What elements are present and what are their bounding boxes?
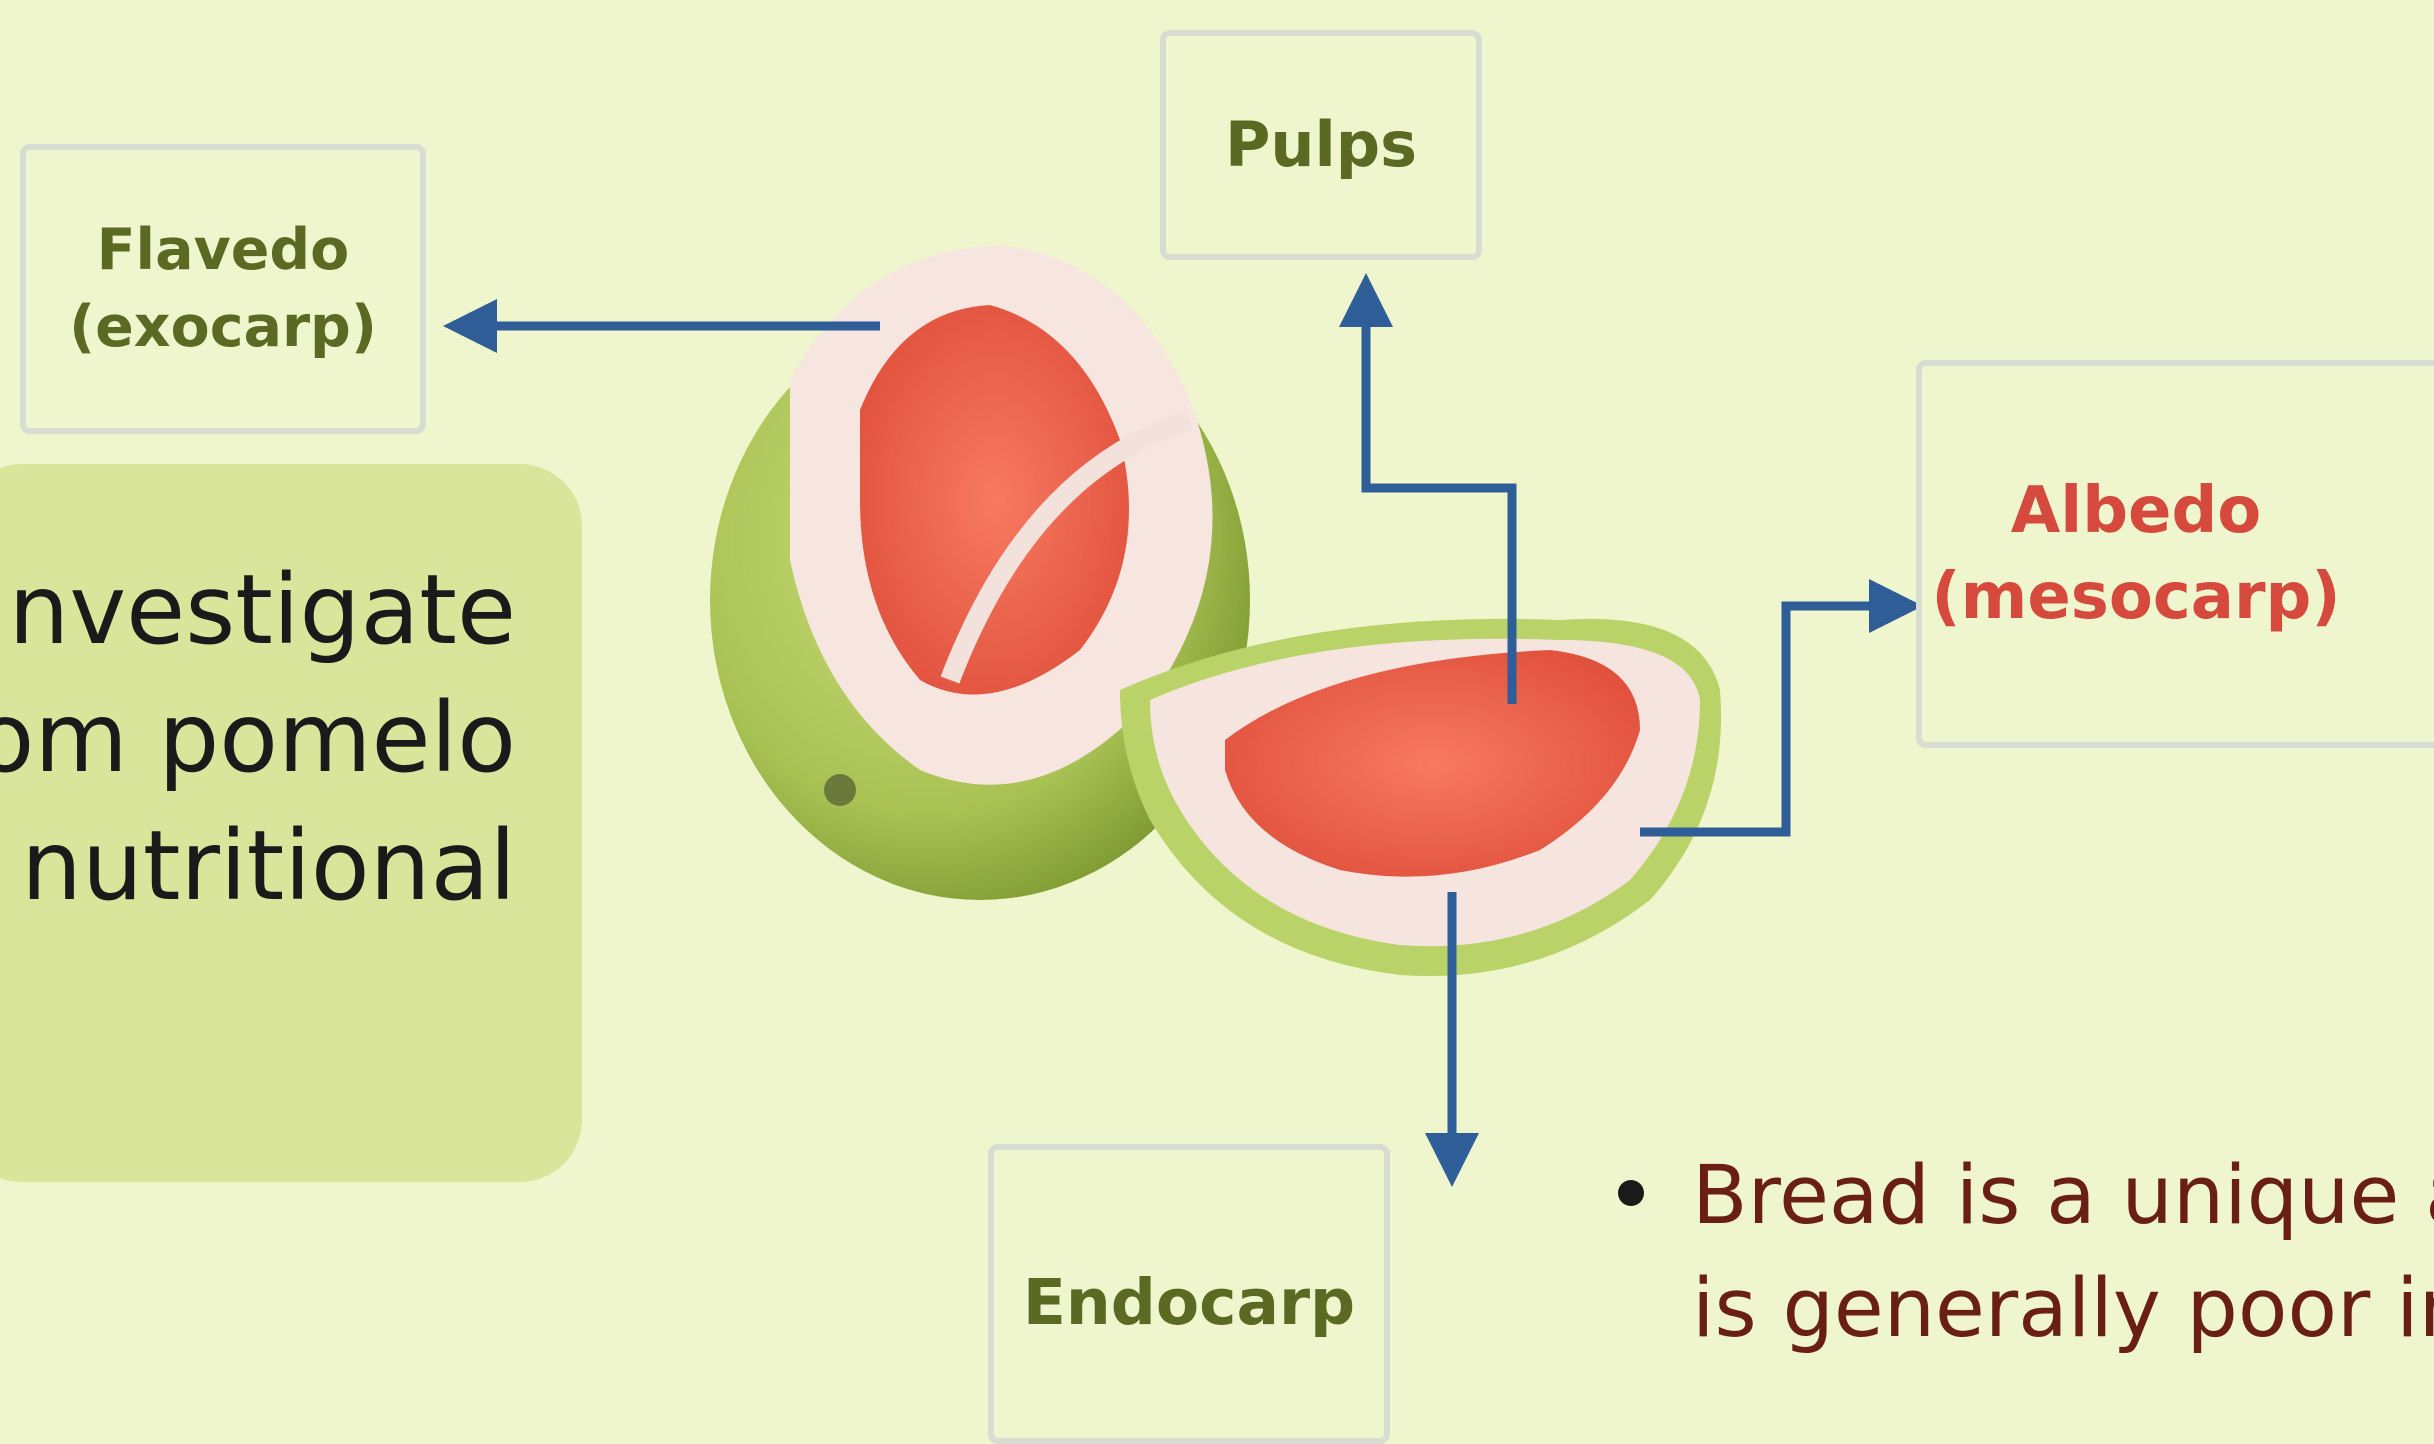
label-pulps: Pulps [1225, 103, 1417, 187]
label-box-flavedo: Flavedo (exocarp) [20, 144, 426, 434]
bullet-text-line: Bread is a unique ar [1692, 1140, 2434, 1253]
label-box-endocarp: Endocarp [988, 1144, 1390, 1444]
bullet-text-line: is generally poor in [1692, 1253, 2434, 1366]
panel-text-line: nutritional [21, 810, 516, 922]
description-panel: investigate om pomelo nutritional [0, 464, 582, 1182]
panel-text-line: investigate [0, 554, 516, 666]
bullet-icon [1618, 1180, 1644, 1206]
label-box-pulps: Pulps [1160, 30, 1482, 260]
label-endocarp: Endocarp [1023, 1260, 1355, 1345]
label-box-albedo: Albedo (mesocarp) [1916, 360, 2434, 748]
label-flavedo: Flavedo (exocarp) [69, 212, 377, 366]
panel-text-line: om pomelo [0, 682, 516, 794]
pomelo-wedge-image [1120, 619, 1721, 976]
label-albedo: Albedo (mesocarp) [1931, 468, 2340, 641]
